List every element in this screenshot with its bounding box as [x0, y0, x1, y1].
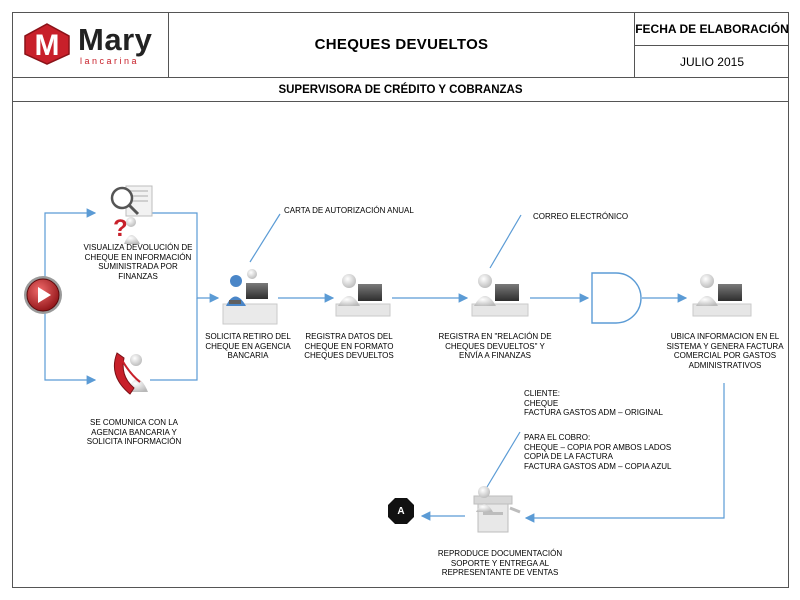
- flow-arrows: [44, 208, 725, 523]
- logo-letter: M: [35, 29, 60, 62]
- role-title: SUPERVISORA DE CRÉDITO Y COBRANZAS: [12, 78, 789, 102]
- arrow-visualiza-to-retiro: [150, 212, 220, 303]
- annotation-correo: CORREO ELECTRÓNICO: [533, 212, 629, 221]
- annotation-line-docs: [486, 431, 521, 488]
- logo-cell: [12, 12, 169, 78]
- date-label: FECHA DE ELABORACIÓN: [634, 12, 789, 46]
- annotation-line-carta: [249, 213, 281, 263]
- annotation-line-correo: [489, 214, 522, 269]
- phone-figure-icon: [113, 352, 148, 395]
- person-at-computer-icon: [222, 269, 278, 325]
- annotation-cliente-line: CHEQUE: [524, 398, 559, 408]
- arrow-start-to-comunica: [44, 295, 97, 385]
- annotation-cobro-line: PARA EL COBRO:: [524, 433, 591, 442]
- octagon-connector-icon: [388, 498, 414, 524]
- connector-label: A: [397, 505, 405, 517]
- person-at-computer-icon: [471, 274, 529, 317]
- annotation-cliente-block: CLIENTE: CHEQUE FACTURA GASTOS ADM – ORI…: [524, 389, 663, 418]
- arrow-comunica-to-retiro: [150, 298, 198, 381]
- page-title: CHEQUES DEVUELTOS: [169, 12, 634, 78]
- step-visualiza: VISUALIZA DEVOLUCIÓN DE CHEQUE EN INFORM…: [83, 243, 193, 281]
- person-at-computer-icon: [335, 274, 391, 317]
- person-copier-icon: [473, 486, 521, 533]
- step-reproduce: REPRODUCE DOCUMENTACIÓN SOPORTE Y ENTREG…: [437, 549, 563, 577]
- annotation-cobro-line: CHEQUE – COPIA POR AMBOS LADOS: [524, 442, 672, 452]
- annotation-cobro-block: PARA EL COBRO: CHEQUE – COPIA POR AMBOS …: [524, 433, 671, 471]
- annotation-cobro-line: FACTURA GASTOS ADM – COPIA AZUL: [524, 461, 672, 471]
- company-logo-icon: M: [24, 23, 70, 65]
- annotation-cliente-line: CLIENTE:: [524, 389, 561, 398]
- step-comunica: SE COMUNICA CON LA AGENCIA BANCARIA Y SO…: [86, 418, 182, 446]
- arrow-ubica-to-reproduce: [524, 383, 725, 523]
- and-gate-icon: [591, 272, 642, 324]
- logo-subtitle: lancarina: [80, 56, 140, 66]
- document-frame: [12, 12, 789, 588]
- question-figure-icon: ?: [110, 185, 153, 244]
- step-registra-relacion: REGISTRA EN "RELACIÓN DE CHEQUES DEVUELT…: [438, 332, 552, 360]
- person-at-computer-icon: [692, 274, 752, 317]
- logo-wordmark: Mary: [78, 22, 153, 57]
- date-value: JULIO 2015: [634, 46, 789, 78]
- play-start-icon: [24, 276, 62, 314]
- step-registra-datos: REGISTRA DATOS DEL CHEQUE EN FORMATO CHE…: [304, 332, 394, 360]
- annotation-cobro-line: COPIA DE LA FACTURA: [524, 452, 613, 461]
- svg-text:?: ?: [113, 215, 128, 242]
- step-retiro: SOLICITA RETIRO DEL CHEQUE EN AGENCIA BA…: [205, 332, 291, 360]
- annotation-carta: CARTA DE AUTORIZACIÓN ANUAL: [284, 206, 414, 215]
- arrow-start-to-visualiza: [44, 208, 97, 295]
- annotation-cliente-line: FACTURA GASTOS ADM – ORIGINAL: [524, 408, 663, 417]
- step-ubica: UBICA INFORMACION EN EL SISTEMA Y GENERA…: [666, 332, 784, 370]
